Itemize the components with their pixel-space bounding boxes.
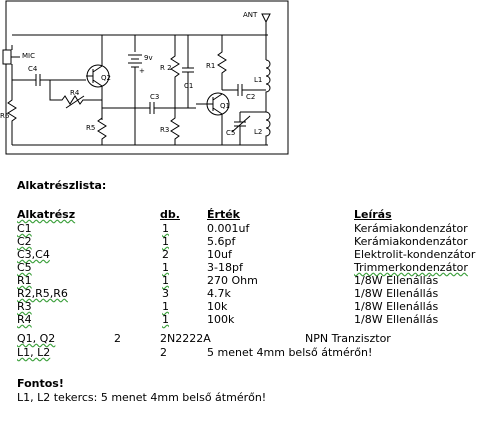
row-value: 2N2222A xyxy=(160,332,211,345)
row-value: 10k xyxy=(207,300,228,313)
row-part: L1, L2 xyxy=(17,346,51,359)
row-qty: 2 xyxy=(162,248,169,261)
row-desc: NPN Tranzisztor xyxy=(305,332,391,345)
row-qty: 1 xyxy=(162,222,169,235)
label-c3: C3 xyxy=(150,93,159,101)
label-c5: C5 xyxy=(226,129,235,137)
antenna-symbol xyxy=(261,13,271,60)
label-c2: C2 xyxy=(246,93,255,101)
row-qty: 1 xyxy=(162,313,169,326)
parts-list-title: Alkatrészlista: xyxy=(17,179,107,192)
row-qty: 1 xyxy=(162,300,169,313)
row-value: 3-18pf xyxy=(207,261,243,274)
note-text: L1, L2 tekercs: 5 menet 4mm belső átmérő… xyxy=(17,391,267,404)
microphone-symbol xyxy=(2,45,20,65)
battery-symbol xyxy=(128,35,142,145)
header-part: Alkatrész xyxy=(17,208,76,221)
row-qty: 2 xyxy=(114,332,121,345)
label-ant: ANT xyxy=(243,11,258,19)
label-q2: Q2 xyxy=(101,74,111,82)
row-part: Q1, Q2 xyxy=(17,332,56,345)
circuit-schematic: MIC R6 C4 Q2 R4 R5 9v + C3 R 2 C1 R3 R1 xyxy=(0,0,289,155)
header-qty: db. xyxy=(160,208,180,221)
label-r5: R5 xyxy=(86,124,95,132)
transistor-q2 xyxy=(86,64,110,88)
label-l2: L2 xyxy=(254,128,262,136)
transistor-q1 xyxy=(196,92,230,116)
row-value: 0.001uf xyxy=(207,222,250,235)
row-desc: Kerámiakondenzátor xyxy=(354,235,468,248)
row-qty: 1 xyxy=(162,274,169,287)
row-part: C1 xyxy=(17,222,32,235)
row-part: C2 xyxy=(17,235,32,248)
row-part: R2,R5,R6 xyxy=(17,287,68,300)
row-value: 5 menet 4mm belső átmérőn! xyxy=(207,346,373,359)
label-r2: R 2 xyxy=(160,64,172,72)
row-part: C5 xyxy=(17,261,32,274)
row-desc: 1/8W Ellenállás xyxy=(354,300,439,313)
label-c1: C1 xyxy=(184,82,193,90)
label-r3: R3 xyxy=(160,126,169,134)
header-value: Érték xyxy=(207,208,240,221)
label-r1: R1 xyxy=(206,62,215,70)
header-desc: Leírás xyxy=(354,208,392,221)
row-part: R1 xyxy=(17,274,32,287)
label-q1: Q1 xyxy=(220,102,230,110)
row-qty: 1 xyxy=(162,235,169,248)
label-mic: MIC xyxy=(22,52,35,60)
note-title: Fontos! xyxy=(17,377,64,390)
row-value: 4.7k xyxy=(207,287,231,300)
label-c4: C4 xyxy=(28,65,38,73)
row-part: R3 xyxy=(17,300,32,313)
row-value: 100k xyxy=(207,313,235,326)
row-qty: 2 xyxy=(160,346,167,359)
row-desc: 1/8W Ellenállás xyxy=(354,313,439,326)
row-part: C3,C4 xyxy=(17,248,50,261)
row-value: 10uf xyxy=(207,248,232,261)
label-batt-plus: + xyxy=(139,67,145,75)
row-desc: Elektrolit-kondenzátor xyxy=(354,248,476,261)
row-qty: 3 xyxy=(162,287,169,300)
row-value: 5.6pf xyxy=(207,235,236,248)
row-desc: 1/8W Ellenállás xyxy=(354,287,439,300)
row-desc: Kerámiakondenzátor xyxy=(354,222,468,235)
row-desc: Trimmerkondenzátor xyxy=(354,261,468,274)
row-part: R4 xyxy=(17,313,32,326)
row-qty: 1 xyxy=(162,261,169,274)
label-r4: R4 xyxy=(70,89,80,97)
label-l1: L1 xyxy=(254,76,262,84)
schematic-frame xyxy=(5,0,289,155)
row-desc: 1/8W Ellenállás xyxy=(354,274,439,287)
label-r6: R6 xyxy=(0,112,10,120)
label-batt: 9v xyxy=(144,54,153,62)
row-value: 270 Ohm xyxy=(207,274,258,287)
